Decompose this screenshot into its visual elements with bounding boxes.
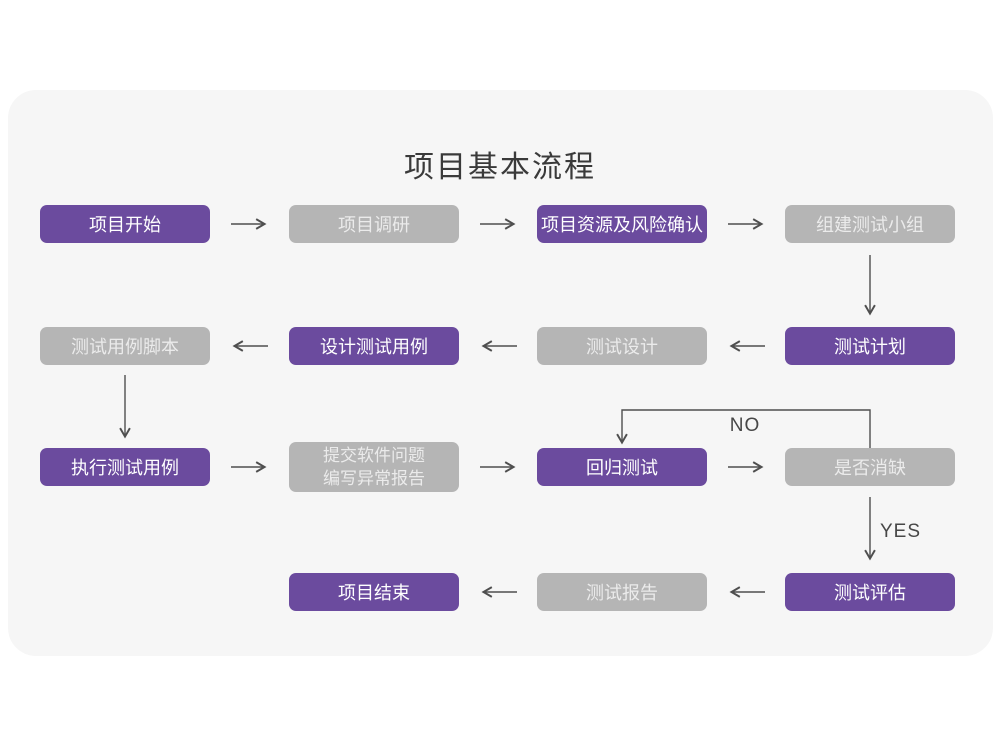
node-test-evaluation: 测试评估 <box>785 573 955 611</box>
node-defect-resolved: 是否消缺 <box>785 448 955 486</box>
node-project-research: 项目调研 <box>289 205 459 243</box>
node-resources-risk: 项目资源及风险确认 <box>537 205 707 243</box>
node-design-test-cases: 设计测试用例 <box>289 327 459 365</box>
node-project-start: 项目开始 <box>40 205 210 243</box>
node-test-case-scripts: 测试用例脚本 <box>40 327 210 365</box>
node-execute-test-cases: 执行测试用例 <box>40 448 210 486</box>
flowchart-card <box>8 90 993 656</box>
edge-label-yes: YES <box>880 521 922 542</box>
node-test-report: 测试报告 <box>537 573 707 611</box>
node-build-test-team: 组建测试小组 <box>785 205 955 243</box>
node-regression-test: 回归测试 <box>537 448 707 486</box>
node-test-plan: 测试计划 <box>785 327 955 365</box>
edge-label-no: NO <box>729 415 761 436</box>
page-title: 项目基本流程 <box>404 151 596 184</box>
node-test-design: 测试设计 <box>537 327 707 365</box>
node-project-end: 项目结束 <box>289 573 459 611</box>
node-submit-issue-report: 提交软件问题 编写异常报告 <box>289 442 459 492</box>
